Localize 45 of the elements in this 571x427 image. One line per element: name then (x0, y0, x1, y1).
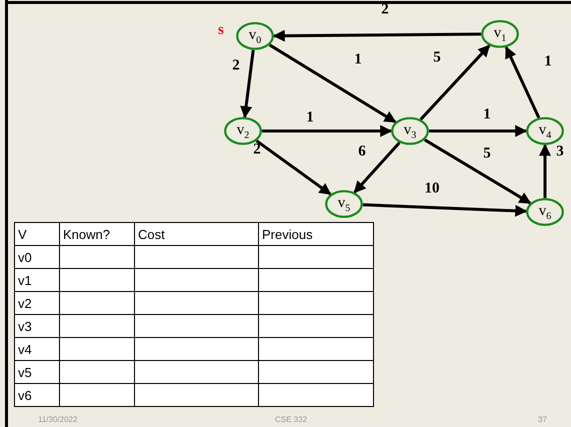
arrow (353, 142, 401, 194)
edge-label: 2 (232, 58, 240, 74)
row-label-cell: v4 (14, 338, 60, 360)
arrow (272, 30, 482, 42)
node-label: v$_{5}$ (338, 194, 350, 214)
arrow (262, 125, 392, 137)
edge-label: 1 (483, 108, 491, 122)
edge-label: 1 (544, 54, 552, 70)
edge-label: 3 (556, 144, 564, 160)
arrow (539, 144, 551, 198)
node-label: v$_{1}$ (494, 24, 506, 44)
node-label: v$_{0}$ (248, 26, 262, 46)
row-label-cell: v3 (14, 314, 60, 338)
source-marker: s (218, 23, 224, 38)
arrow (429, 125, 528, 137)
row-label-cell: v2 (14, 292, 60, 314)
header-cell: Previous (258, 222, 374, 246)
row-label-cell: v0 (14, 246, 60, 268)
node-label: v$_{4}$ (538, 122, 552, 140)
header-cell: Known? (60, 222, 134, 246)
arrow (240, 50, 255, 118)
row-label-cell: v5 (14, 360, 60, 384)
edge-label: 10 (424, 182, 440, 196)
arrow (362, 203, 528, 217)
edge-label: 1 (354, 52, 362, 68)
row-label-cell: v1 (14, 268, 60, 292)
footer-text: CSE 332 (275, 415, 308, 424)
arrow (268, 44, 396, 124)
arrow (420, 44, 490, 120)
edge-label: 5 (433, 50, 441, 66)
arrow (424, 138, 532, 204)
edge-label: 2 (253, 142, 261, 158)
arrow (256, 140, 332, 196)
row-label-cell: v6 (14, 384, 60, 406)
edge-label: 5 (483, 146, 491, 162)
header-cell: V (14, 222, 60, 246)
header-cell: Cost (134, 222, 258, 246)
footer-text: 37 (538, 415, 547, 424)
node-label: v$_{3}$ (404, 122, 416, 140)
edge-label: 6 (358, 144, 366, 160)
node-label: v$_{6}$ (538, 202, 552, 222)
arrow (504, 46, 540, 118)
edge-label: 1 (306, 110, 314, 126)
node-label: v$_{2}$ (236, 122, 250, 140)
footer-text: 11/30/2022 (38, 415, 78, 424)
